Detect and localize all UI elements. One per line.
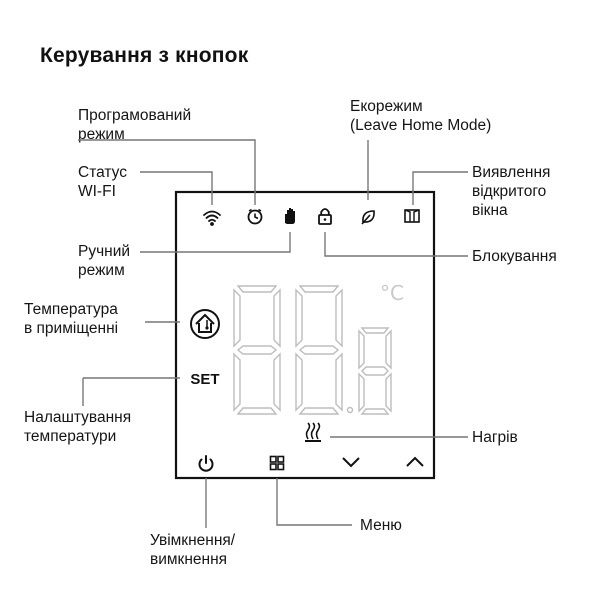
label-lock: Блокування xyxy=(472,248,557,265)
label-menu: Меню xyxy=(360,517,402,534)
label-eco-mode: Екорежим(Leave Home Mode) xyxy=(350,98,492,134)
leader-lock xyxy=(324,232,468,257)
clock-icon xyxy=(247,208,263,225)
leader-manual-mode xyxy=(140,232,291,253)
leader-open-window xyxy=(412,171,468,205)
window-icon xyxy=(404,209,420,223)
label-power: Увімкнення/вимкнення xyxy=(150,532,236,568)
lock-icon xyxy=(318,208,332,225)
leader-wifi-status xyxy=(140,171,213,205)
leader-programmed-mode xyxy=(78,139,256,205)
decimal-point xyxy=(346,406,354,414)
set-label: SET xyxy=(190,371,219,388)
wifi-icon xyxy=(203,210,221,226)
house-thermometer-icon xyxy=(190,309,220,339)
digit-1 xyxy=(233,285,281,415)
chevron-down-icon[interactable] xyxy=(342,457,360,468)
label-heating: Нагрів xyxy=(472,429,518,446)
hand-icon xyxy=(285,208,295,224)
leader-menu xyxy=(276,478,352,526)
digit-display xyxy=(233,285,392,415)
chevron-up-icon[interactable] xyxy=(406,456,424,467)
menu-grid-icon[interactable] xyxy=(269,455,285,471)
power-icon[interactable] xyxy=(198,455,214,472)
unit-label: °C xyxy=(380,281,404,305)
digit-2 xyxy=(295,285,343,415)
digit-3 xyxy=(358,327,392,415)
heating-waves-icon xyxy=(305,422,321,442)
page-title: Керування з кнопок xyxy=(40,44,249,67)
leaf-icon xyxy=(361,210,375,225)
leader-lines xyxy=(78,139,468,528)
